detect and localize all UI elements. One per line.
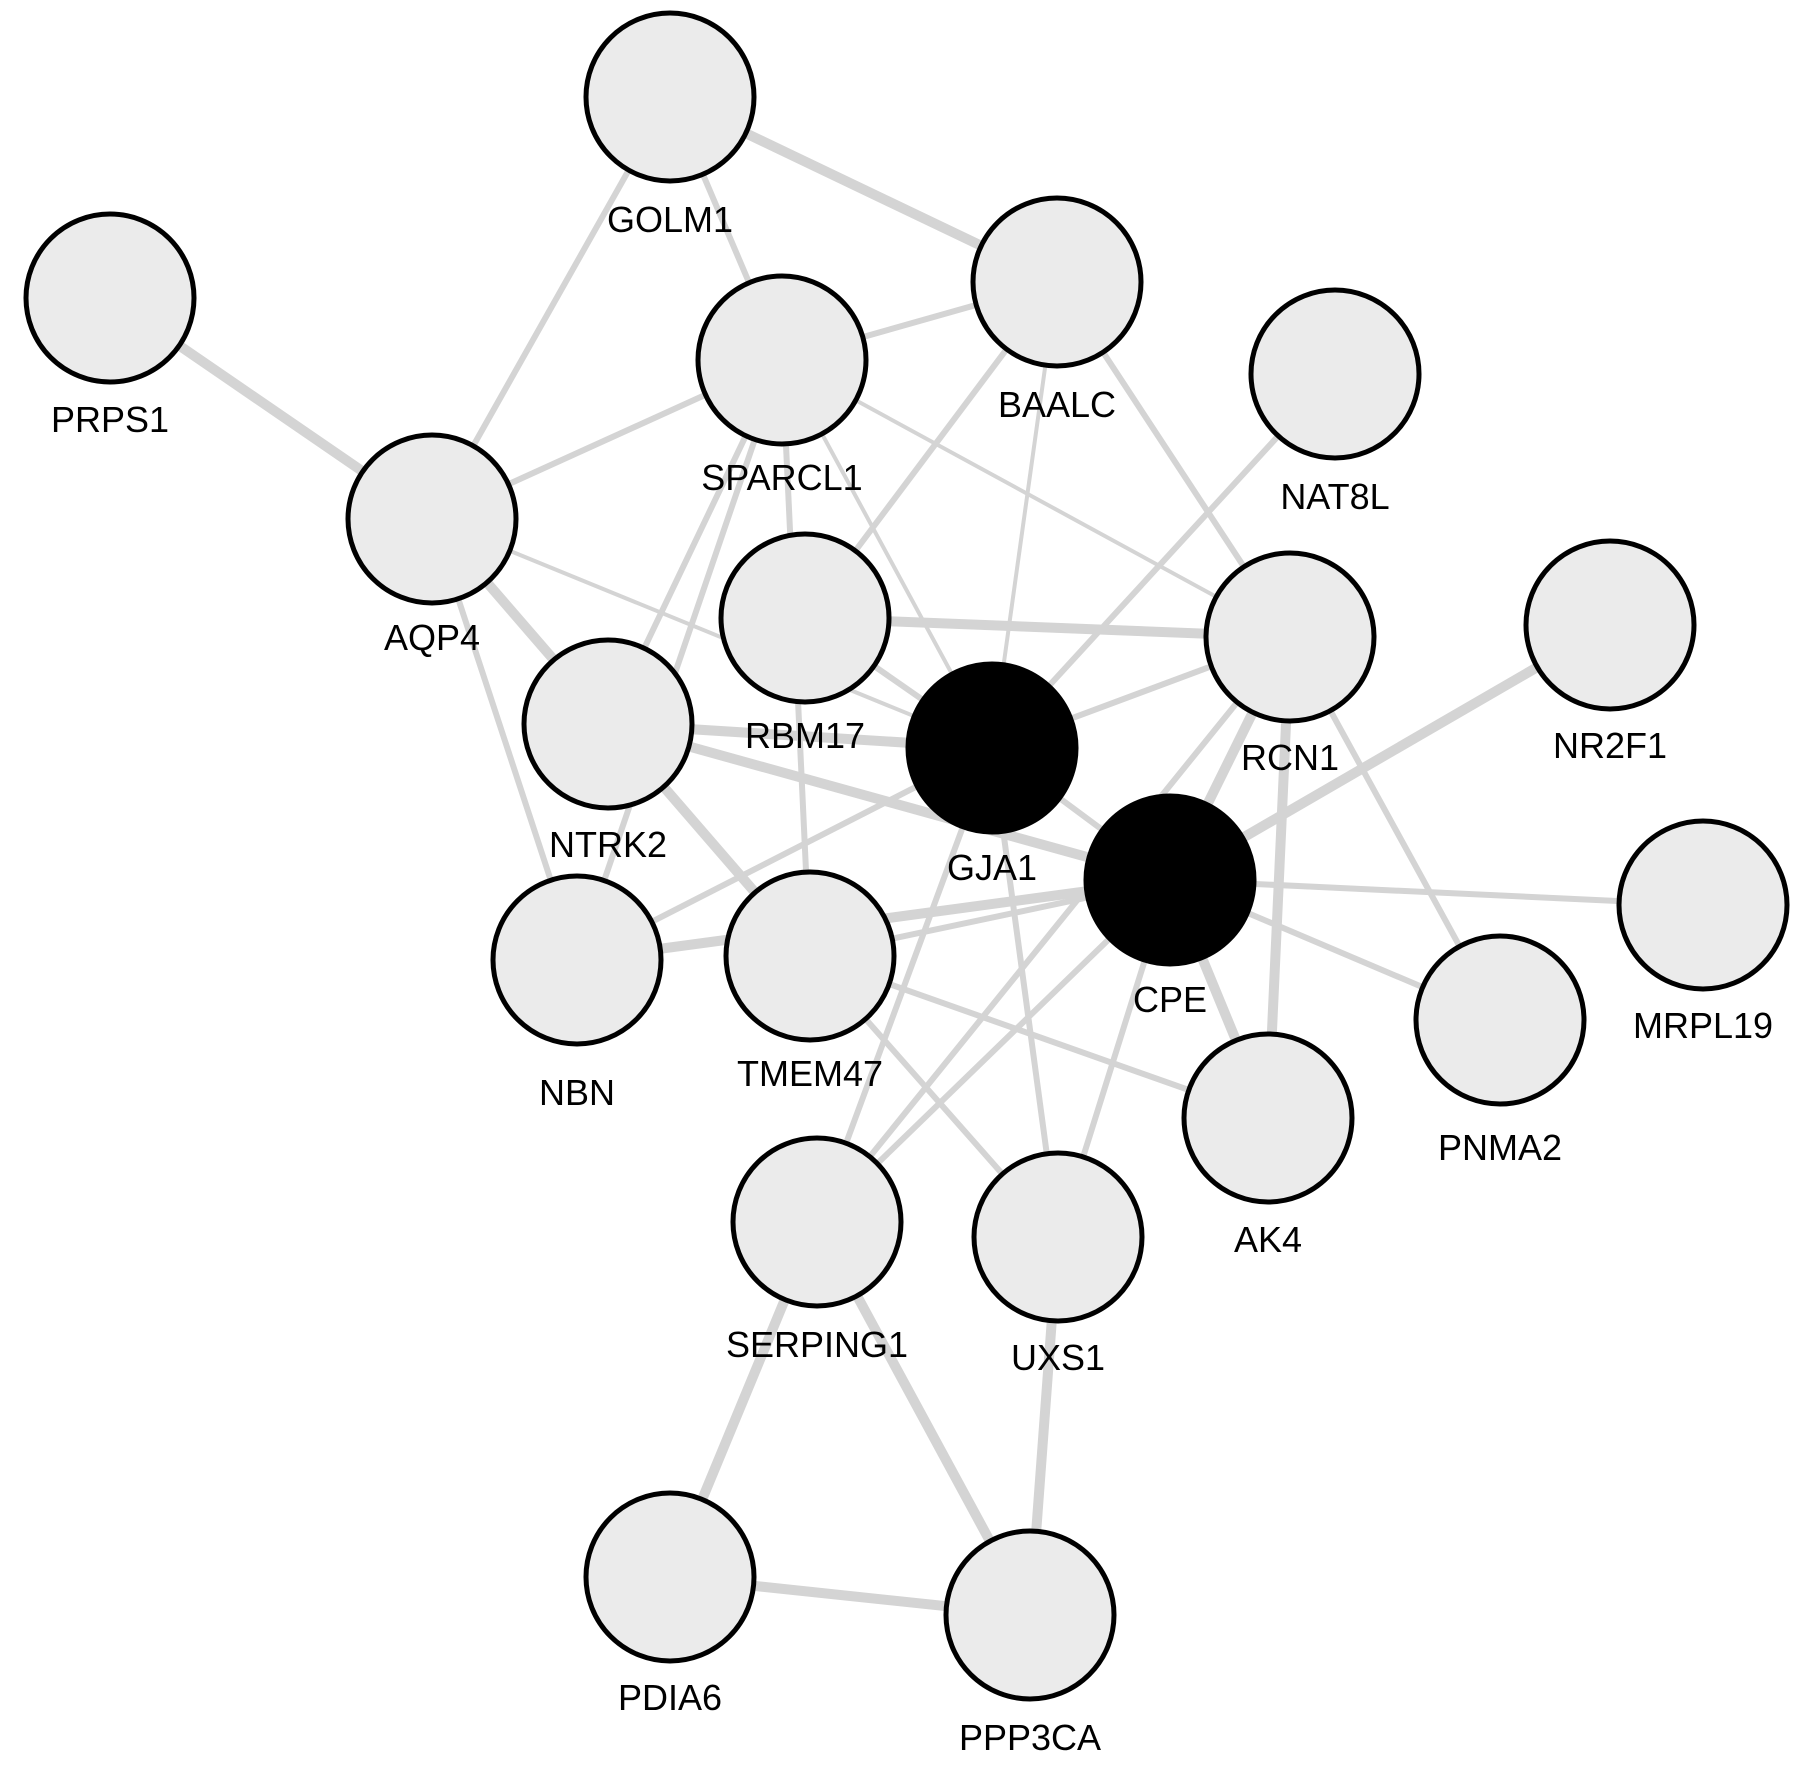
node-label-nat8l: NAT8L (1280, 476, 1389, 517)
node-label-ntrk2: NTRK2 (549, 824, 667, 865)
node-mrpl19: MRPL19 (1616, 818, 1790, 1046)
node-circle-ppp3ca (943, 1528, 1117, 1702)
node-label-mrpl19: MRPL19 (1633, 1005, 1773, 1046)
node-circle-ntrk2 (521, 637, 695, 811)
node-circle-nbn (490, 873, 664, 1047)
node-circle-rbm17 (718, 531, 892, 705)
edge-rcn1-serping1 (814, 634, 1293, 1225)
node-serping1: SERPING1 (726, 1135, 908, 1365)
edge-sparcl1-nbn (574, 357, 785, 963)
node-label-nbn: NBN (539, 1072, 615, 1113)
node-label-sparcl1: SPARCL1 (701, 457, 862, 498)
node-circle-gja1 (905, 661, 1079, 835)
node-circle-mrpl19 (1616, 818, 1790, 992)
node-label-rcn1: RCN1 (1241, 737, 1339, 778)
node-circle-tmem47 (723, 869, 897, 1043)
node-label-rbm17: RBM17 (745, 715, 865, 756)
node-nat8l: NAT8L (1248, 287, 1422, 517)
node-label-nr2f1: NR2F1 (1553, 725, 1667, 766)
node-circle-cpe (1083, 793, 1257, 967)
node-circle-nat8l (1248, 287, 1422, 461)
node-label-golm1: GOLM1 (607, 199, 733, 240)
node-sparcl1: SPARCL1 (695, 273, 869, 498)
node-label-aqp4: AQP4 (384, 617, 480, 658)
node-label-pnma2: PNMA2 (1438, 1127, 1562, 1168)
node-label-ppp3ca: PPP3CA (959, 1717, 1101, 1758)
node-circle-golm1 (583, 10, 757, 184)
node-ak4: AK4 (1181, 1031, 1355, 1260)
node-label-baalc: BAALC (998, 384, 1116, 425)
node-ntrk2: NTRK2 (521, 637, 695, 865)
node-circle-sparcl1 (695, 273, 869, 447)
node-uxs1: UXS1 (971, 1150, 1145, 1378)
node-circle-pnma2 (1413, 933, 1587, 1107)
edge-sparcl1-rcn1 (780, 358, 1292, 639)
node-baalc: BAALC (970, 195, 1144, 425)
node-circle-nr2f1 (1523, 538, 1697, 712)
node-rcn1: RCN1 (1203, 550, 1377, 778)
node-nr2f1: NR2F1 (1523, 538, 1697, 766)
node-prps1: PRPS1 (23, 211, 197, 440)
node-pdia6: PDIA6 (583, 1490, 757, 1718)
node-label-gja1: GJA1 (947, 847, 1037, 888)
node-tmem47: TMEM47 (723, 869, 897, 1094)
node-label-tmem47: TMEM47 (737, 1053, 883, 1094)
edge-aqp4-gja1 (430, 517, 994, 750)
node-cpe: CPE (1083, 793, 1257, 1020)
node-circle-serping1 (730, 1135, 904, 1309)
node-label-pdia6: PDIA6 (618, 1677, 722, 1718)
edge-layer (105, 92, 1706, 1620)
node-golm1: GOLM1 (583, 10, 757, 240)
node-circle-baalc (970, 195, 1144, 369)
node-circle-pdia6 (583, 1490, 757, 1664)
node-label-cpe: CPE (1133, 979, 1207, 1020)
node-circle-aqp4 (345, 432, 519, 606)
node-label-uxs1: UXS1 (1011, 1337, 1105, 1378)
node-label-serping1: SERPING1 (726, 1324, 908, 1365)
node-rbm17: RBM17 (718, 531, 892, 756)
node-circle-rcn1 (1203, 550, 1377, 724)
node-nbn: NBN (490, 873, 664, 1113)
node-label-prps1: PRPS1 (51, 399, 169, 440)
node-aqp4: AQP4 (345, 432, 519, 658)
node-circle-ak4 (1181, 1031, 1355, 1205)
node-gja1: GJA1 (905, 661, 1079, 888)
node-circle-prps1 (23, 211, 197, 385)
node-label-ak4: AK4 (1234, 1219, 1302, 1260)
node-pnma2: PNMA2 (1413, 933, 1587, 1168)
node-circle-uxs1 (971, 1150, 1145, 1324)
edge-cpe-mrpl19 (1167, 877, 1706, 908)
node-ppp3ca: PPP3CA (943, 1528, 1117, 1758)
